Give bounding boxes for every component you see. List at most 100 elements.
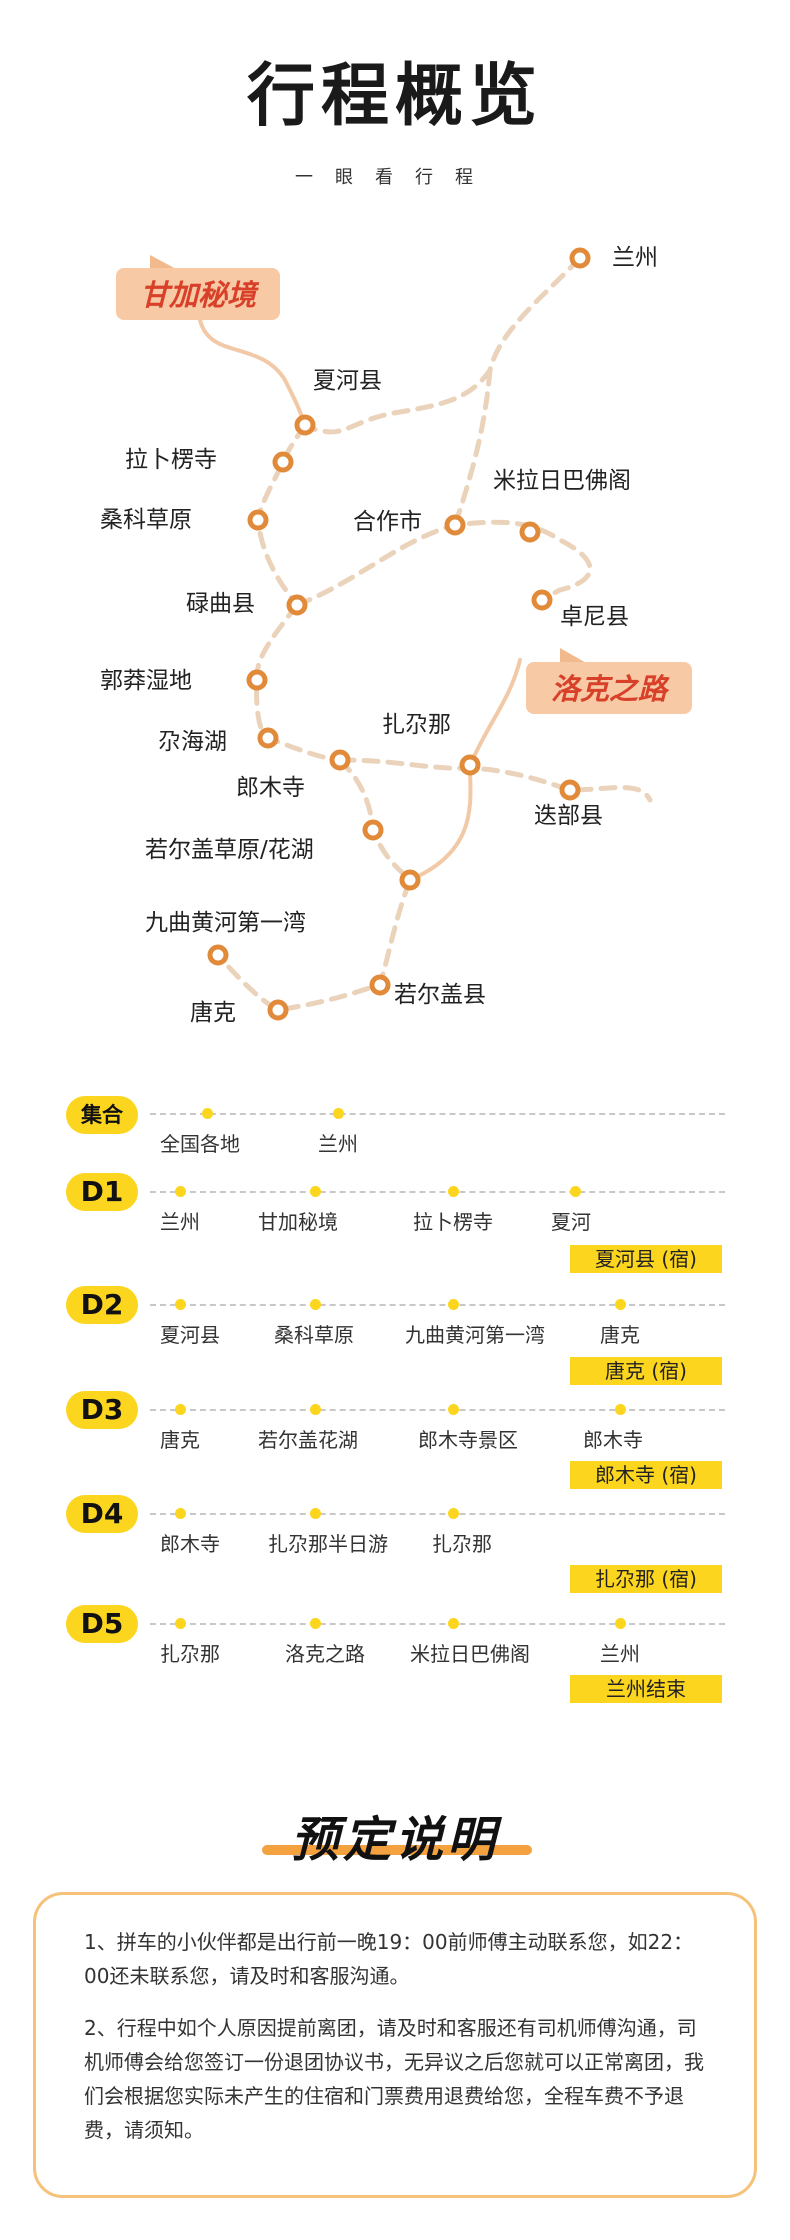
day-badge-gather: 集合 [66, 1096, 138, 1134]
label-zhuoni: 卓尼县 [560, 604, 629, 630]
stop-label: 全国各地 [160, 1132, 240, 1156]
node-zhagana [459, 754, 481, 776]
stop-label: 九曲黄河第一湾 [405, 1323, 545, 1347]
node-jiuqu [207, 944, 229, 966]
stop-dot [310, 1186, 321, 1197]
stop-label: 扎尕那 [432, 1532, 492, 1556]
stop-label: 扎尕那 [160, 1642, 220, 1666]
notice-title-underline [262, 1845, 532, 1855]
route-xiahe-luqu [255, 422, 308, 608]
label-diebu: 迭部县 [534, 803, 603, 829]
node-huahu [362, 819, 384, 841]
stop-label: 洛克之路 [285, 1642, 365, 1666]
stop-label: 夏河 [551, 1210, 591, 1234]
label-tangke: 唐克 [190, 1000, 236, 1026]
route-langmu-diebu [337, 757, 653, 803]
stop-label: 唐克 [160, 1428, 200, 1452]
label-xiahe: 夏河县 [313, 368, 382, 394]
node-ruoergai-flower [399, 869, 421, 891]
city-labels: 兰州 夏河县 拉卜楞寺 桑科草原 合作市 米拉日巴佛阁 卓尼县 碌曲县 郭莽湿地… [100, 245, 658, 1026]
banner-ganjia: 甘加秘境 [116, 255, 280, 320]
stop-dot [570, 1186, 581, 1197]
banner-connectors [198, 318, 522, 882]
node-guomang [246, 669, 268, 691]
stop-dot [175, 1618, 186, 1629]
notice-item-1: 1、拼车的小伙伴都是出行前一晚19：00前师傅主动联系您，如22：00还未联系您… [84, 1930, 694, 1988]
stop-dot [310, 1508, 321, 1519]
stop-dot [310, 1404, 321, 1415]
stop-label: 若尔盖花湖 [258, 1428, 358, 1452]
node-xiahe [294, 414, 316, 436]
stop-label: 兰州 [318, 1132, 358, 1156]
node-luqu [286, 594, 308, 616]
stop-dot [615, 1618, 626, 1629]
stop-label: 扎尕那半日游 [268, 1532, 388, 1556]
node-milari [519, 521, 541, 543]
node-labuleng [272, 451, 294, 473]
day-line [150, 1191, 725, 1193]
node-zhuoni [531, 589, 553, 611]
route-map: 甘加秘境 洛克之路 兰州 夏河县 拉卜楞寺 桑科草原 合作市 米拉日巴佛阁 卓尼… [100, 245, 692, 1026]
day-line [150, 1623, 725, 1625]
stay-tag: 夏河县 (宿) [570, 1245, 722, 1273]
stop-label: 拉卜楞寺 [413, 1210, 493, 1234]
stop-label: 米拉日巴佛阁 [410, 1642, 530, 1666]
stop-label: 郎木寺 [160, 1532, 220, 1556]
notice-box: 1、拼车的小伙伴都是出行前一晚19：00前师傅主动联系您，如22：00还未联系您… [33, 1892, 757, 2198]
node-tangke [267, 999, 289, 1021]
route-nodes [207, 247, 591, 1021]
stay-tag: 兰州结束 [570, 1675, 722, 1703]
stop-dot [448, 1299, 459, 1310]
banner-luoke: 洛克之路 [526, 648, 692, 714]
node-gahai [257, 727, 279, 749]
stop-dot [615, 1404, 626, 1415]
label-ruoergai-flower: 若尔盖草原/花湖 [145, 837, 314, 863]
stay-tag: 唐克 (宿) [570, 1357, 722, 1385]
stop-label: 甘加秘境 [258, 1210, 338, 1234]
stop-dot [448, 1618, 459, 1629]
node-sangke [247, 509, 269, 531]
page-subtitle: 一眼看行程 [295, 167, 495, 188]
node-hezuo [444, 514, 466, 536]
stop-dot [448, 1508, 459, 1519]
stop-dot [310, 1618, 321, 1629]
label-labuleng: 拉卜楞寺 [125, 447, 217, 473]
label-gahai: 尕海湖 [158, 729, 227, 755]
stop-dot [202, 1108, 213, 1119]
svg-text:洛克之路: 洛克之路 [551, 672, 670, 706]
route-luqu-zhuoni [294, 519, 593, 608]
stop-label: 兰州 [600, 1642, 640, 1666]
day-badge-d2: D2 [66, 1286, 138, 1324]
label-lanzhou: 兰州 [612, 245, 658, 271]
stop-dot [175, 1186, 186, 1197]
stop-dot [310, 1299, 321, 1310]
notice-item-2: 2、行程中如个人原因提前离团，请及时和客服还有司机师傅沟通，司机师傅会给您签订一… [84, 2016, 704, 2142]
stop-dot [333, 1108, 344, 1119]
svg-text:甘加秘境: 甘加秘境 [140, 278, 260, 312]
route-hezuo-link [452, 367, 493, 528]
label-milari: 米拉日巴佛阁 [493, 468, 631, 494]
stop-dot [175, 1299, 186, 1310]
node-diebu [559, 779, 581, 801]
node-langmu [329, 749, 351, 771]
stop-label: 兰州 [160, 1210, 200, 1234]
label-guomang: 郭莽湿地 [100, 668, 192, 694]
notice-title: 预定说明 [290, 1812, 499, 1868]
day-line [150, 1513, 725, 1515]
stop-dot [448, 1186, 459, 1197]
route-lines [215, 255, 653, 1013]
label-langmu: 郎木寺 [236, 775, 305, 801]
day-badge-d3: D3 [66, 1391, 138, 1429]
day-line [150, 1304, 725, 1306]
stop-label: 唐克 [600, 1323, 640, 1347]
stay-tag: 郎木寺 (宿) [570, 1461, 722, 1489]
day-badge-d5: D5 [66, 1605, 138, 1643]
label-sangke: 桑科草原 [100, 507, 192, 533]
stop-dot [615, 1299, 626, 1310]
stop-dot [448, 1404, 459, 1415]
stop-label: 郎木寺 [583, 1428, 643, 1452]
stop-dot [175, 1404, 186, 1415]
stop-dot [175, 1508, 186, 1519]
label-luqu: 碌曲县 [186, 591, 255, 617]
route-lanzhou-xiahe [302, 255, 583, 435]
